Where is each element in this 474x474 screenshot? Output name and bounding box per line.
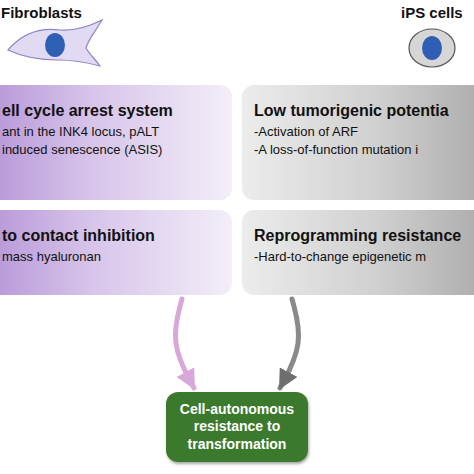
cell-type-label: iPS cells (401, 4, 463, 21)
result-text: Cell-autonomous resistance to transforma… (172, 401, 302, 454)
cell-type-label: Fibroblasts (1, 4, 82, 21)
property-box: to contact inhibitionmass hyaluronan (0, 210, 232, 295)
property-box: ell cycle arrest systemant in the INK4 l… (0, 85, 232, 200)
nucleus (422, 36, 442, 60)
converging-arrow (280, 299, 299, 388)
box-body: ant in the INK4 locus, pALT (2, 123, 224, 141)
box-body: -Hard-to-change epigenetic m (254, 248, 474, 266)
box-heading: to contact inhibition (2, 224, 224, 248)
result-box: Cell-autonomous resistance to transforma… (166, 392, 308, 462)
box-heading: ell cycle arrest system (2, 99, 224, 123)
box-body: mass hyaluronan (2, 248, 224, 266)
box-body: -A loss-of-function mutation i (254, 141, 474, 159)
box-heading: Low tumorigenic potentia (254, 99, 474, 123)
converging-arrow (175, 299, 194, 388)
ips-cell (409, 29, 455, 67)
nucleus (45, 33, 65, 57)
box-heading: Reprogramming resistance (254, 224, 474, 248)
property-box: Low tumorigenic potentia-Activation of A… (242, 85, 474, 200)
fibroblast-cell (8, 20, 102, 66)
property-box: Reprogramming resistance-Hard-to-change … (242, 210, 474, 295)
box-body: -Activation of ARF (254, 123, 474, 141)
box-body: induced senescence (ASIS) (2, 141, 224, 159)
